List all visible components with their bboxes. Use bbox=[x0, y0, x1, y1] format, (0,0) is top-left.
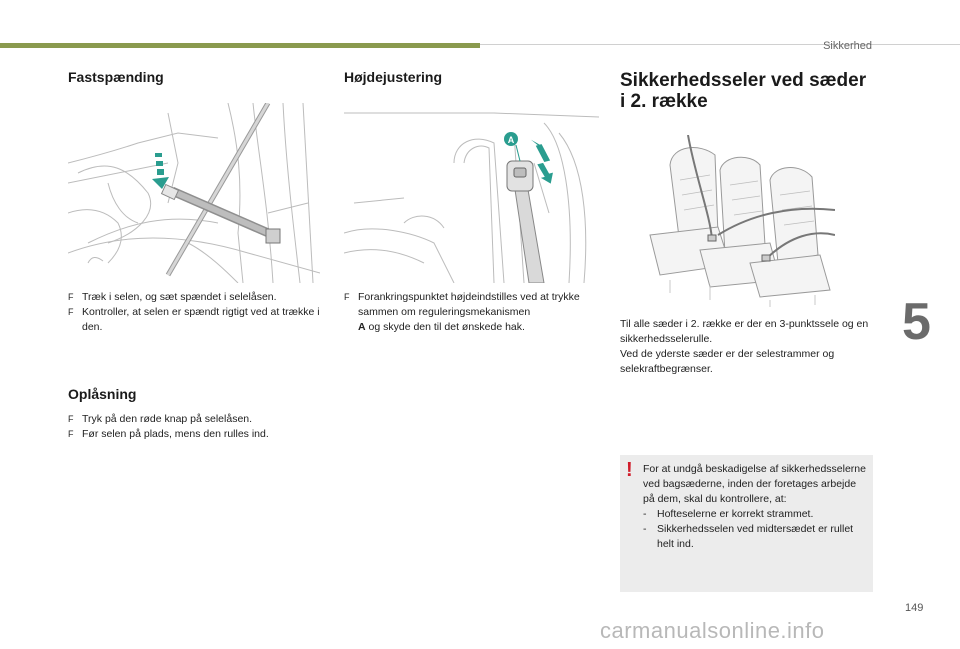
rear-seats-illustration bbox=[640, 135, 835, 310]
section-label: Sikkerhed bbox=[823, 40, 872, 52]
rear-belts-text: Til alle sæder i 2. række er der en 3-pu… bbox=[620, 318, 869, 375]
fastspaending-heading: Fastspænding bbox=[68, 69, 164, 85]
checkbox-bullet-icon: F bbox=[68, 429, 74, 439]
checkbox-bullet-icon: F bbox=[344, 292, 350, 302]
oplaasning-heading: Oplåsning bbox=[68, 386, 137, 402]
header-accent-bar bbox=[0, 43, 480, 48]
checkbox-bullet-icon: F bbox=[68, 414, 74, 424]
watermark: carmanualsonline.info bbox=[600, 618, 825, 643]
warning-box bbox=[620, 455, 873, 592]
hoejdejustering-heading: Højdejustering bbox=[344, 69, 443, 85]
height-adjust-illustration: A bbox=[344, 103, 599, 283]
list-item: -Sikkerhedsselen ved midtersædet er rull… bbox=[643, 523, 854, 550]
exclamation-icon: ! bbox=[626, 459, 633, 481]
chapter-number: 5 bbox=[902, 293, 931, 351]
warning-text: For at undgå beskadigelse af sikkerhedss… bbox=[643, 462, 868, 552]
buckle-illustration bbox=[68, 103, 320, 283]
checkbox-bullet-icon: F bbox=[68, 292, 74, 302]
checkbox-bullet-icon: F bbox=[68, 307, 74, 317]
header-rule bbox=[480, 44, 960, 45]
callout-label-a: A bbox=[508, 135, 515, 145]
page-number: 149 bbox=[905, 602, 924, 614]
rear-belts-heading: Sikkerhedsseler ved sæder i 2. række bbox=[620, 70, 867, 112]
list-item: -Hofteselerne er korrekt strammet. bbox=[643, 508, 814, 520]
